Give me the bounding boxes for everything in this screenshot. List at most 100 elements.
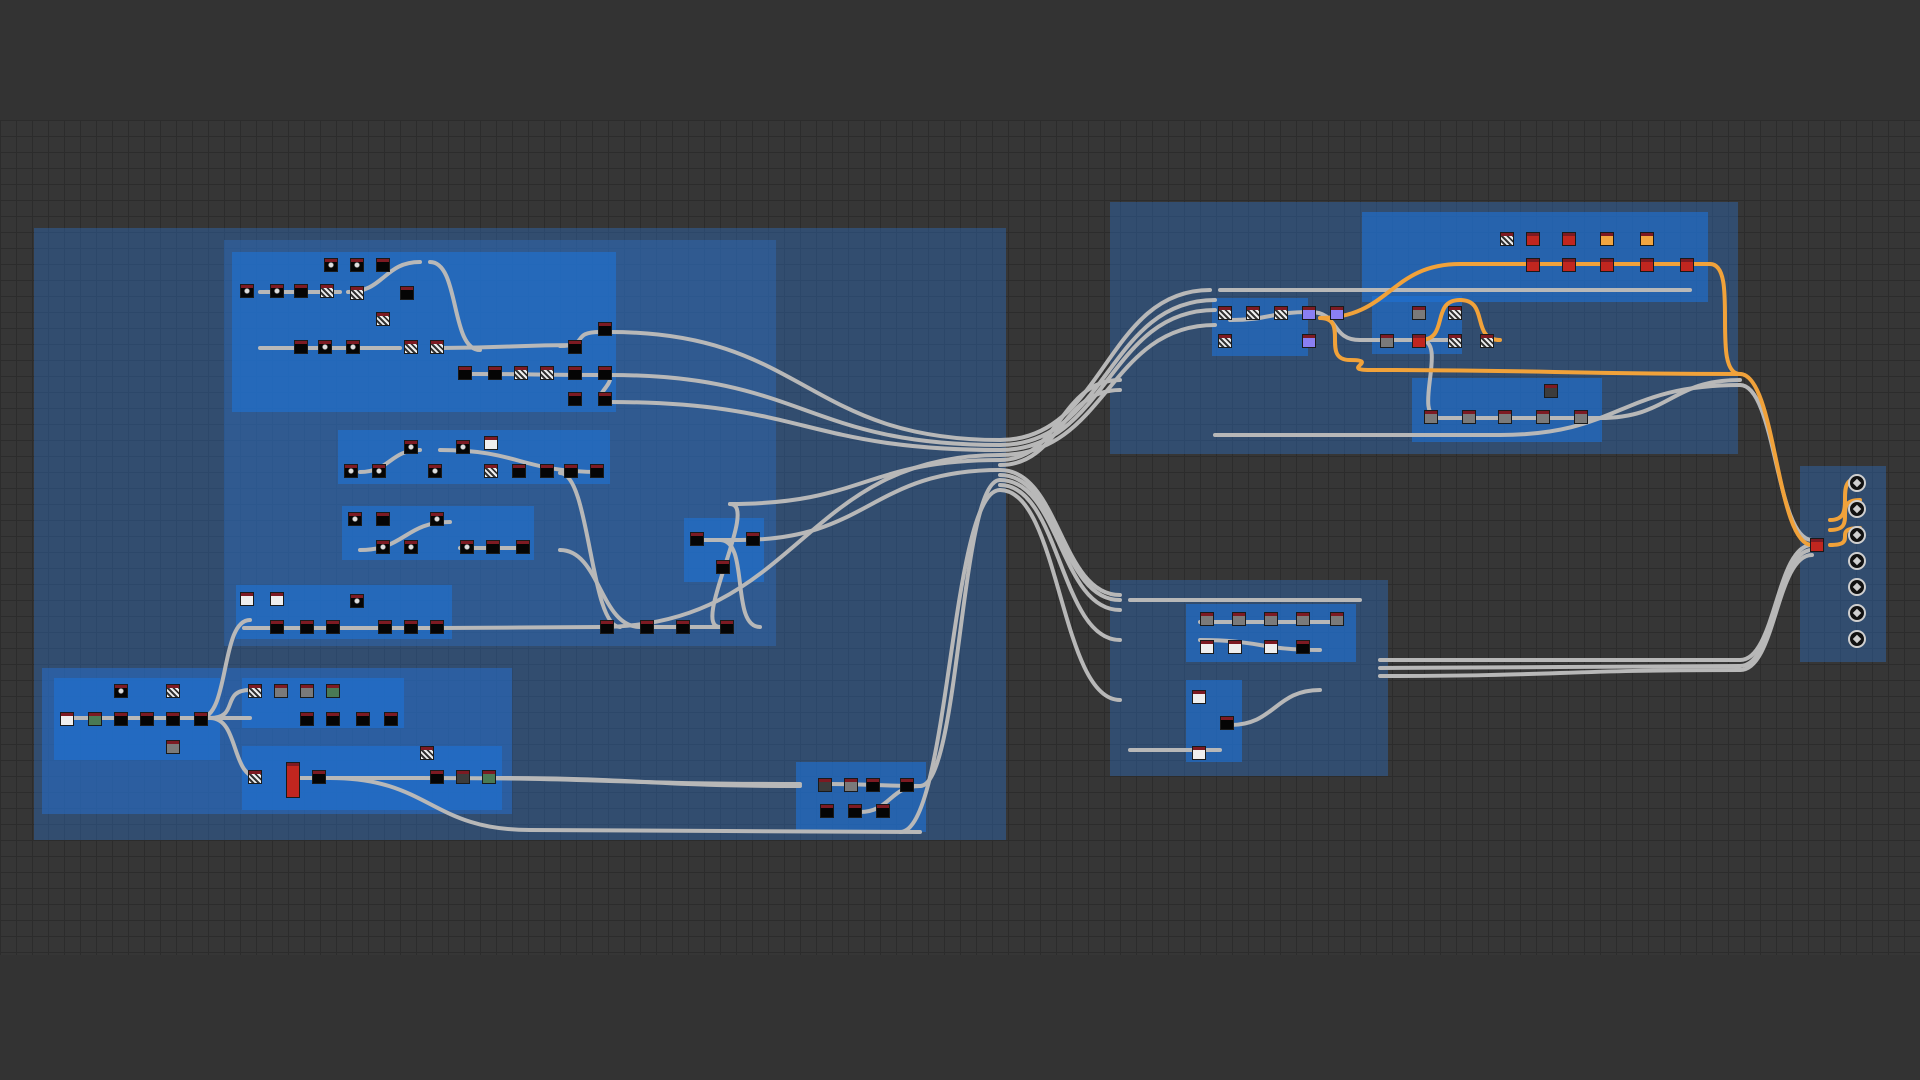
- graph-node[interactable]: [166, 740, 180, 754]
- graph-node[interactable]: [114, 712, 128, 726]
- graph-node[interactable]: [320, 284, 334, 298]
- graph-node[interactable]: [1424, 410, 1438, 424]
- graph-node[interactable]: [488, 366, 502, 380]
- node-link[interactable]: [918, 478, 1002, 788]
- graph-node[interactable]: [404, 340, 418, 354]
- node-link[interactable]: [528, 828, 922, 834]
- graph-node[interactable]: [1246, 306, 1260, 320]
- graph-node[interactable]: [746, 532, 760, 546]
- graph-node[interactable]: [484, 436, 498, 450]
- graph-node[interactable]: [430, 620, 444, 634]
- output-height-node[interactable]: [1848, 578, 1866, 596]
- graph-node[interactable]: [294, 284, 308, 298]
- graph-node[interactable]: [428, 464, 442, 478]
- graph-node[interactable]: [1640, 232, 1654, 246]
- node-link[interactable]: [1598, 378, 1742, 420]
- graph-node[interactable]: [568, 392, 582, 406]
- graph-node[interactable]: [350, 286, 364, 300]
- node-link[interactable]: [1228, 688, 1322, 727]
- graph-node[interactable]: [300, 620, 314, 634]
- output-metallic-node[interactable]: [1848, 552, 1866, 570]
- graph-node[interactable]: [318, 340, 332, 354]
- graph-node[interactable]: [324, 258, 338, 272]
- graph-node[interactable]: [404, 540, 418, 554]
- node-link[interactable]: [998, 478, 1122, 612]
- graph-node[interactable]: [384, 712, 398, 726]
- graph-node[interactable]: [1480, 334, 1494, 348]
- graph-node[interactable]: [486, 540, 500, 554]
- graph-node[interactable]: [1412, 306, 1426, 320]
- graph-node[interactable]: [356, 712, 370, 726]
- graph-node[interactable]: [346, 340, 360, 354]
- node-link[interactable]: [558, 548, 642, 629]
- graph-node[interactable]: [482, 770, 496, 784]
- output-roughness-node[interactable]: [1848, 526, 1866, 544]
- graph-node[interactable]: [166, 712, 180, 726]
- graph-node[interactable]: [676, 620, 690, 634]
- graph-node[interactable]: [1380, 334, 1394, 348]
- graph-node[interactable]: [848, 804, 862, 818]
- graph-node[interactable]: [376, 258, 390, 272]
- node-link[interactable]: [1368, 368, 1742, 376]
- graph-node[interactable]: [430, 340, 444, 354]
- graph-node[interactable]: [1228, 640, 1242, 654]
- graph-node[interactable]: [1544, 384, 1558, 398]
- graph-node[interactable]: [378, 620, 392, 634]
- graph-node[interactable]: [400, 286, 414, 300]
- graph-node[interactable]: [312, 770, 326, 784]
- graph-node[interactable]: [1330, 612, 1344, 626]
- graph-node[interactable]: [1810, 538, 1824, 552]
- graph-node[interactable]: [344, 464, 358, 478]
- graph-node[interactable]: [1200, 612, 1214, 626]
- node-link[interactable]: [738, 468, 1002, 542]
- graph-node[interactable]: [326, 684, 340, 698]
- graph-node[interactable]: [598, 322, 612, 336]
- frame-upper-right-inner[interactable]: [1362, 212, 1708, 302]
- graph-node[interactable]: [1220, 716, 1234, 730]
- node-link[interactable]: [718, 538, 762, 629]
- node-link[interactable]: [438, 625, 602, 630]
- node-link[interactable]: [608, 373, 1002, 447]
- node-link[interactable]: [198, 618, 252, 720]
- graph-node[interactable]: [1680, 258, 1694, 272]
- graph-node[interactable]: [1330, 306, 1344, 320]
- graph-node[interactable]: [166, 684, 180, 698]
- graph-node[interactable]: [376, 312, 390, 326]
- graph-node[interactable]: [568, 366, 582, 380]
- graph-node[interactable]: [1218, 306, 1232, 320]
- graph-node[interactable]: [820, 804, 834, 818]
- graph-node[interactable]: [1600, 258, 1614, 272]
- node-link[interactable]: [1378, 668, 1742, 678]
- node-link[interactable]: [998, 468, 1122, 597]
- graph-node[interactable]: [1562, 232, 1576, 246]
- graph-node[interactable]: [540, 464, 554, 478]
- node-link[interactable]: [488, 776, 802, 788]
- graph-node[interactable]: [1302, 334, 1316, 348]
- graph-node[interactable]: [1218, 334, 1232, 348]
- node-link[interactable]: [998, 488, 1122, 702]
- node-link[interactable]: [1348, 358, 1372, 372]
- graph-node[interactable]: [376, 540, 390, 554]
- node-link[interactable]: [898, 488, 1002, 834]
- graph-node[interactable]: [720, 620, 734, 634]
- node-link[interactable]: [1738, 553, 1814, 672]
- graph-node[interactable]: [516, 540, 530, 554]
- graph-node[interactable]: [240, 592, 254, 606]
- graph-node[interactable]: [60, 712, 74, 726]
- graph-node[interactable]: [1274, 306, 1288, 320]
- graph-node[interactable]: [404, 620, 418, 634]
- output-basecolor-node[interactable]: [1848, 474, 1866, 492]
- graph-node[interactable]: [514, 366, 528, 380]
- node-link[interactable]: [728, 458, 1002, 506]
- node-link[interactable]: [1738, 372, 1814, 547]
- graph-node[interactable]: [1264, 640, 1278, 654]
- graph-node[interactable]: [598, 366, 612, 380]
- graph-node[interactable]: [404, 440, 418, 454]
- output-ao-node[interactable]: [1848, 604, 1866, 622]
- graph-node[interactable]: [900, 778, 914, 792]
- graph-node[interactable]: [294, 340, 308, 354]
- graph-node[interactable]: [350, 594, 364, 608]
- graph-node[interactable]: [844, 778, 858, 792]
- node-link[interactable]: [608, 400, 1002, 452]
- graph-node[interactable]: [326, 620, 340, 634]
